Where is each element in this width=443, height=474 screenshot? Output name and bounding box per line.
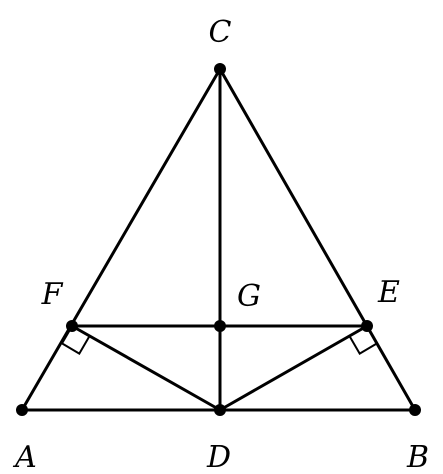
point-f: [66, 320, 78, 332]
right-angle-mark-f: [60, 325, 91, 355]
label-g: G: [237, 279, 261, 314]
label-c: C: [209, 15, 232, 50]
right-angle-mark-e: [348, 325, 379, 355]
segment-a-c: [20, 67, 222, 412]
label-e: E: [377, 275, 400, 310]
point-g: [214, 320, 226, 332]
segment-f-d: [70, 324, 222, 412]
point-d: [214, 404, 226, 416]
point-a: [16, 404, 28, 416]
point-c: [214, 63, 226, 75]
point-b: [409, 404, 421, 416]
label-f: F: [41, 277, 64, 312]
label-a: A: [12, 440, 37, 474]
segment-e-d: [218, 324, 369, 412]
label-d: D: [206, 440, 231, 474]
label-b: B: [406, 440, 429, 474]
point-e: [361, 320, 373, 332]
segment-b-c: [218, 67, 417, 412]
